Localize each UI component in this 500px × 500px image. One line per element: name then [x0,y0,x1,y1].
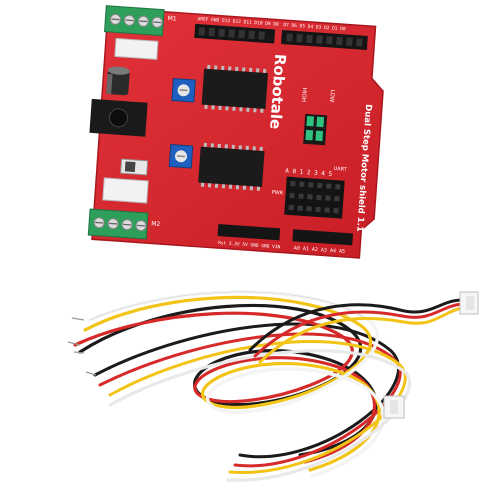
high-label: HIGH [300,87,307,102]
jst-plug-top-right [459,291,479,315]
screw-terminal-bottom [87,208,149,240]
motor-a-label: M1 [167,15,177,23]
jst-connector-top [114,37,159,60]
jst-cable-bundle [73,290,464,482]
driver-chip-1 [201,64,269,113]
screw-terminal-top [103,5,165,37]
io-pin-matrix [284,176,345,219]
motor-shield-board: AREF GND D13 D12 D11 D10 D9 D8 D7 D6 D5 … [87,5,384,259]
potentiometer-1 [171,77,196,103]
pin-label-top-right: D7 D6 D5 D4 D3 D2 D1 D0 [283,22,346,32]
low-label: LOW [328,89,335,103]
pin-label-bottom-left: Rst 3.3V 5V GND GND VIN [218,240,281,250]
dc-barrel-jack [89,98,148,137]
power-switch [120,158,149,176]
driver-chip-2 [198,142,265,191]
side-pin-label: A 0 1 2 3 4 5 [285,168,333,178]
pin-label-bottom-right: A0 A1 A2 A3 A4 A5 [294,245,345,255]
power-label: PWR [271,190,283,197]
jumper-block [303,113,328,146]
potentiometer-2 [168,143,194,169]
jst-connector-bottom [102,177,149,204]
brand-logo-text: Robotale [266,53,289,130]
bottom-pin-header [217,224,354,246]
motor-b-label: M2 [151,220,161,228]
top-pin-header [194,23,368,50]
jst-plug-middle-right [383,395,405,419]
uart-label: UART [333,166,348,173]
capacitor [106,66,130,96]
pin-label-top-left: AREF GND D13 D12 D11 D10 D9 D8 [197,16,279,28]
wire-tip-left [67,317,97,376]
